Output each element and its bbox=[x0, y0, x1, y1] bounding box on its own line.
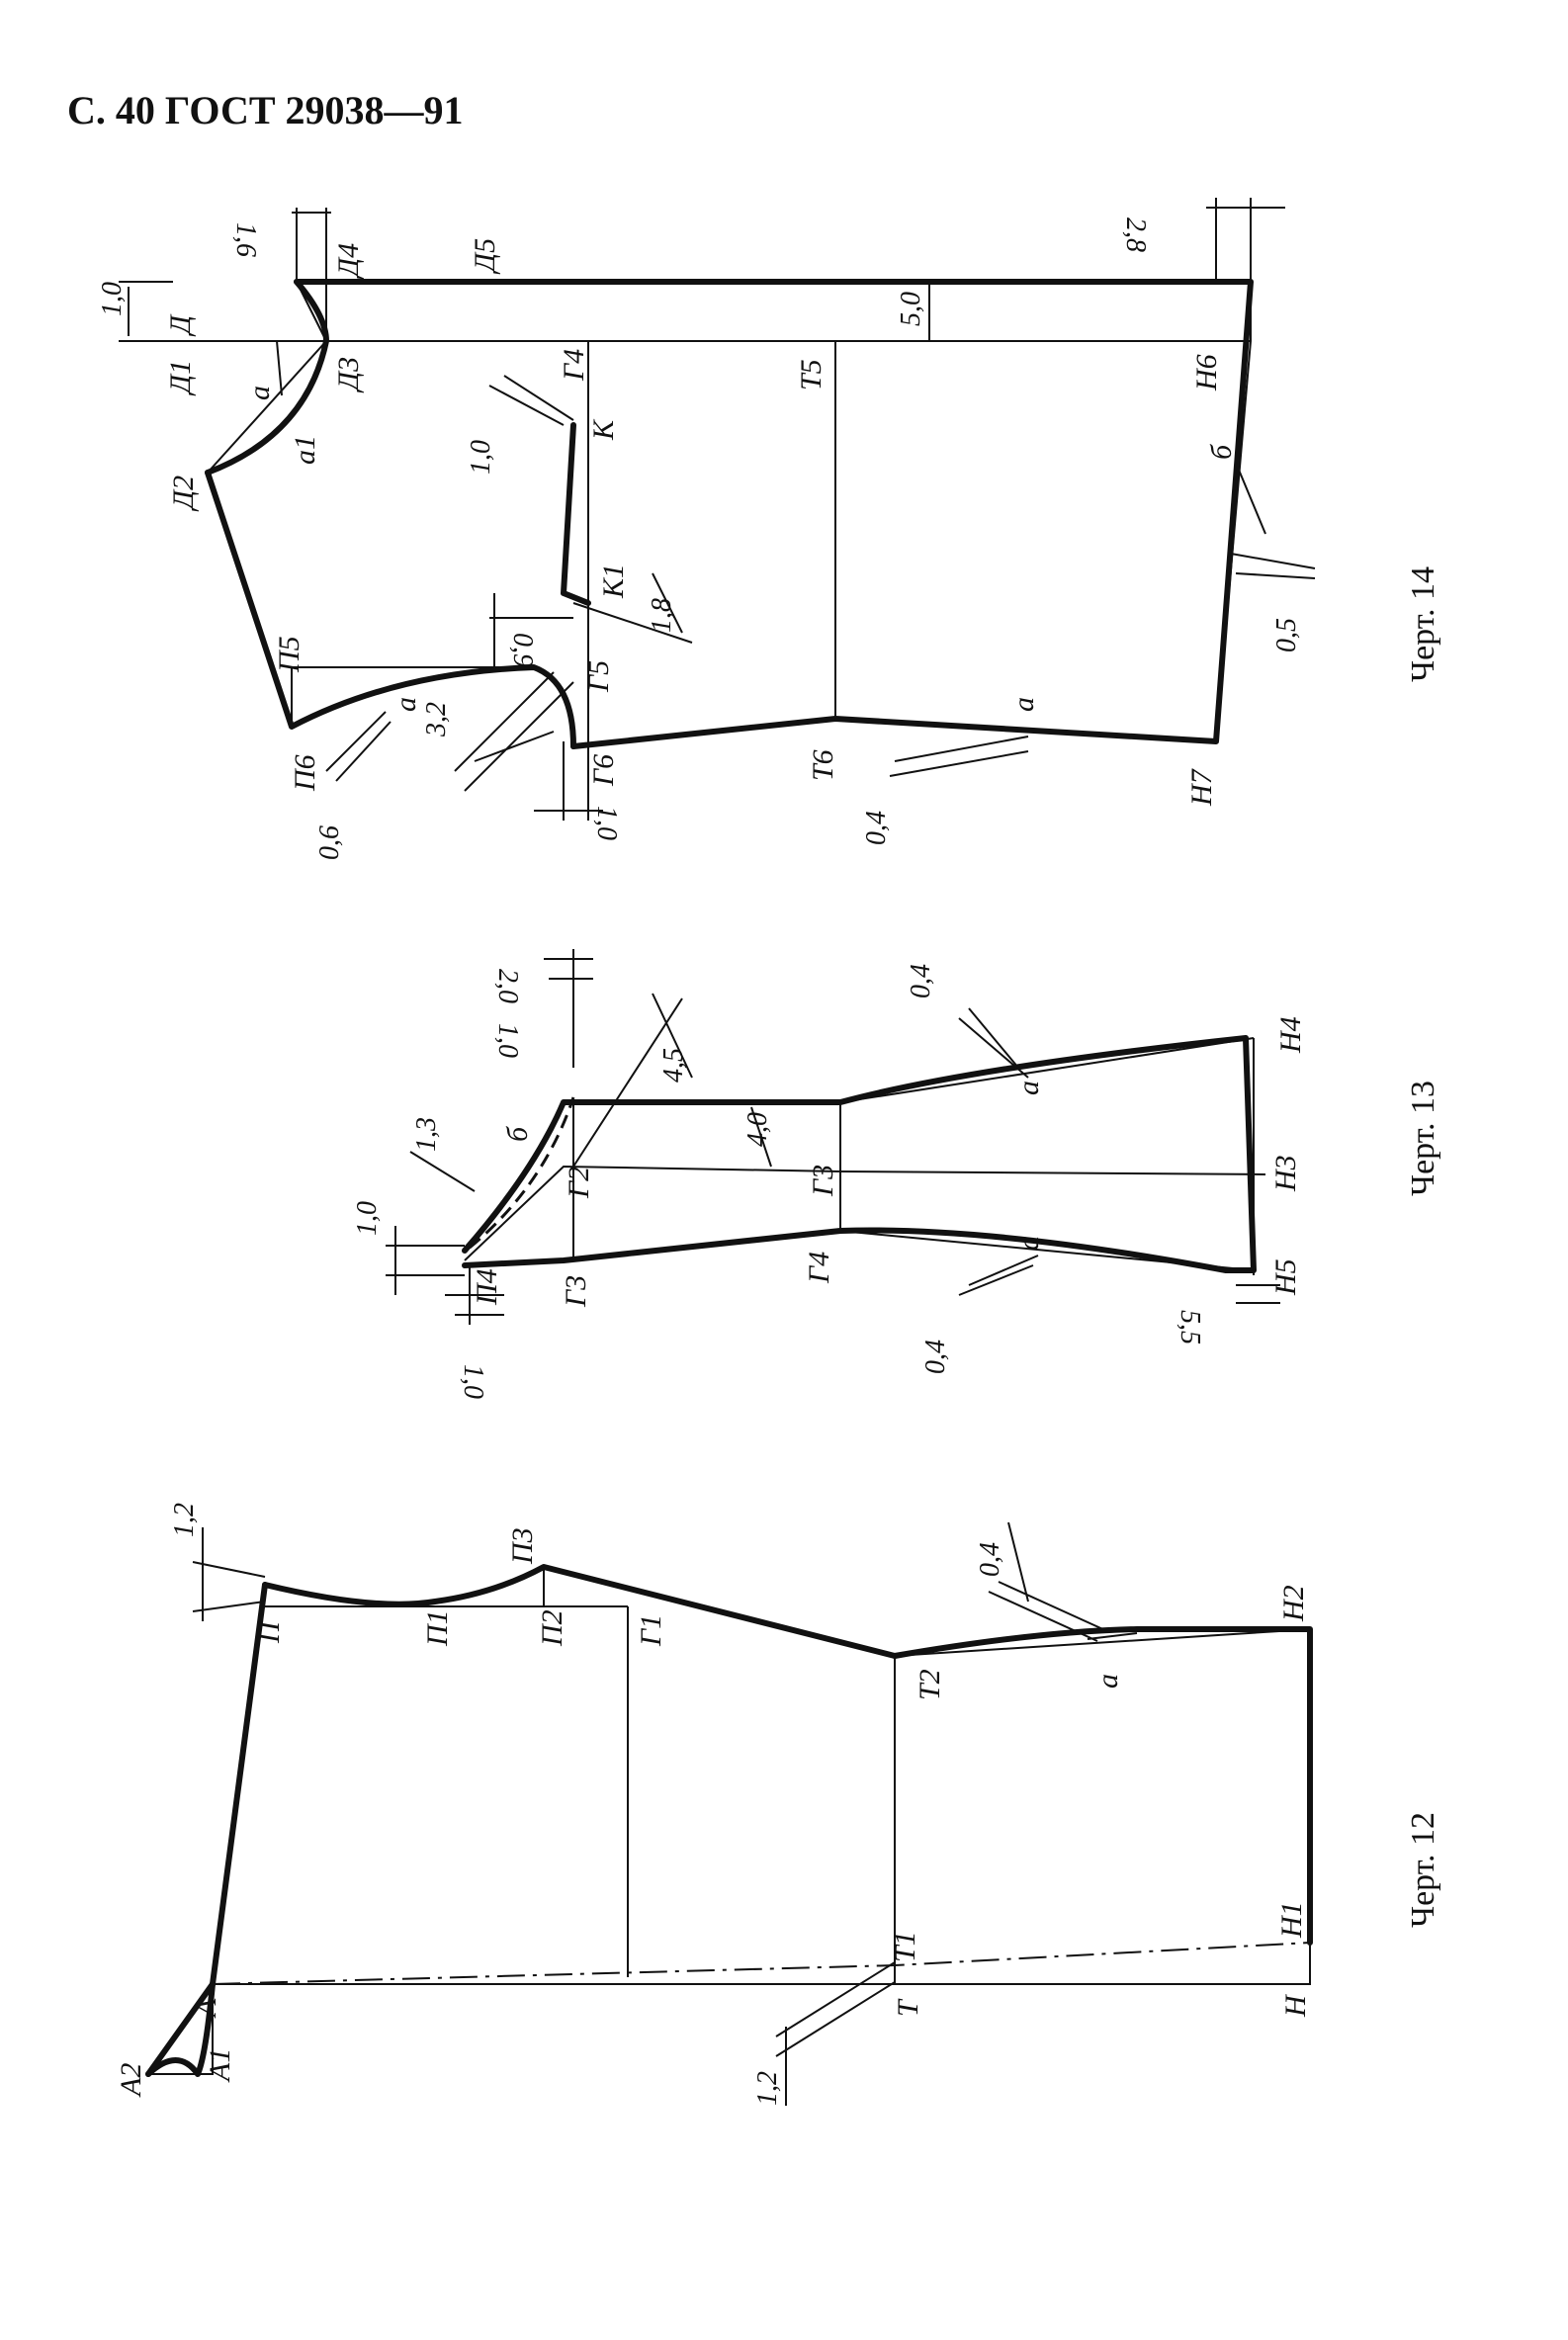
svg-text:Н1: Н1 bbox=[1275, 1901, 1308, 1939]
svg-text:а: а bbox=[1007, 697, 1040, 712]
svg-text:Г6: Г6 bbox=[587, 754, 620, 787]
svg-text:5,5: 5,5 bbox=[1175, 1310, 1205, 1344]
svg-text:П1: П1 bbox=[421, 1609, 454, 1647]
svg-text:Н3: Н3 bbox=[1269, 1155, 1302, 1192]
svg-text:Г4: Г4 bbox=[558, 349, 590, 382]
fig14-caption: Черт. 14 bbox=[1405, 566, 1441, 682]
svg-text:Д1: Д1 bbox=[164, 360, 197, 396]
svg-text:Н2: Н2 bbox=[1277, 1585, 1310, 1622]
svg-text:2,0: 2,0 bbox=[492, 969, 523, 1003]
svg-text:Г4: Г4 bbox=[803, 1252, 835, 1284]
svg-text:Г1: Г1 bbox=[635, 1614, 667, 1647]
svg-text:Т1: Т1 bbox=[889, 1931, 921, 1962]
svg-text:П5: П5 bbox=[273, 636, 305, 673]
svg-text:Д3: Д3 bbox=[332, 357, 365, 393]
svg-text:1,0: 1,0 bbox=[458, 1364, 488, 1399]
svg-text:Н7: Н7 bbox=[1185, 767, 1218, 807]
svg-text:1,8: 1,8 bbox=[647, 598, 677, 633]
svg-text:Г3: Г3 bbox=[560, 1275, 592, 1308]
fig14-drawing bbox=[119, 198, 1316, 821]
svg-text:0,6: 0,6 bbox=[314, 825, 345, 860]
svg-text:Г3: Г3 bbox=[807, 1165, 839, 1197]
svg-text:2,8: 2,8 bbox=[1120, 217, 1151, 252]
svg-text:0,4: 0,4 bbox=[861, 811, 892, 845]
svg-text:Н4: Н4 bbox=[1274, 1016, 1307, 1054]
fig12-drawing bbox=[145, 1521, 1313, 2106]
svg-text:б: б bbox=[501, 1126, 534, 1142]
svg-text:1,2: 1,2 bbox=[752, 2071, 783, 2106]
fig12-axis bbox=[212, 1942, 1311, 1985]
svg-text:Д5: Д5 bbox=[469, 238, 501, 275]
svg-text:П4: П4 bbox=[471, 1268, 503, 1306]
svg-text:П2: П2 bbox=[536, 1609, 568, 1647]
fig12-shoulder-line bbox=[210, 1582, 268, 1987]
fig13-drawing bbox=[386, 949, 1280, 1325]
svg-text:Г5: Г5 bbox=[582, 660, 615, 693]
svg-text:0,4: 0,4 bbox=[906, 964, 936, 998]
svg-text:П: П bbox=[253, 1619, 286, 1644]
svg-text:0,4: 0,4 bbox=[975, 1542, 1005, 1577]
fig12-caption: Черт. 12 bbox=[1405, 1812, 1441, 1928]
page-header: С. 40 ГОСТ 29038—91 bbox=[67, 88, 464, 132]
svg-text:а: а bbox=[1091, 1674, 1124, 1689]
svg-text:1,2: 1,2 bbox=[169, 1503, 200, 1537]
svg-text:4,5: 4,5 bbox=[658, 1048, 689, 1083]
svg-text:а: а bbox=[1012, 1081, 1045, 1095]
svg-text:5,0: 5,0 bbox=[896, 292, 926, 326]
svg-text:а: а bbox=[243, 386, 276, 400]
svg-text:А: А bbox=[190, 1998, 222, 2019]
svg-text:Н: Н bbox=[1279, 1993, 1312, 2018]
svg-text:1,6: 1,6 bbox=[230, 222, 261, 257]
svg-text:Т2: Т2 bbox=[914, 1669, 946, 1700]
svg-text:Т: Т bbox=[892, 1998, 924, 2017]
svg-text:а1: а1 bbox=[289, 435, 321, 465]
svg-text:1,0: 1,0 bbox=[352, 1201, 383, 1236]
svg-text:1,0: 1,0 bbox=[492, 1023, 523, 1058]
svg-text:0,4: 0,4 bbox=[920, 1340, 951, 1374]
svg-text:А2: А2 bbox=[115, 2063, 147, 2098]
fig13-dashed-curve bbox=[469, 1096, 575, 1250]
svg-text:П6: П6 bbox=[289, 754, 321, 792]
svg-text:Д: Д bbox=[164, 313, 197, 337]
svg-text:Н5: Н5 bbox=[1269, 1258, 1302, 1296]
svg-text:3,2: 3,2 bbox=[421, 702, 452, 737]
fig12-labels: А А1 А2 П П1 П2 П3 Г1 Т Т1 Т2 Н Н1 Н2 а … bbox=[115, 1503, 1441, 2106]
svg-text:1,0: 1,0 bbox=[466, 440, 496, 475]
svg-text:а: а bbox=[1012, 1236, 1045, 1251]
svg-text:Т5: Т5 bbox=[795, 359, 828, 390]
svg-text:1,0: 1,0 bbox=[97, 282, 128, 316]
svg-text:б: б bbox=[1205, 444, 1238, 460]
svg-text:0,5: 0,5 bbox=[1271, 618, 1302, 652]
svg-text:а: а bbox=[390, 697, 422, 712]
fig13-labels: П4 Г3 Г2 б Г3 Г4 а а Н3 Н4 Н5 1,0 1,0 1,… bbox=[352, 964, 1441, 1399]
svg-text:Н6: Н6 bbox=[1190, 354, 1223, 391]
svg-text:0,9: 0,9 bbox=[507, 633, 538, 667]
svg-text:П3: П3 bbox=[506, 1527, 539, 1565]
svg-text:Т6: Т6 bbox=[807, 749, 839, 781]
svg-text:1,3: 1,3 bbox=[411, 1117, 442, 1152]
svg-text:4,0: 4,0 bbox=[742, 1112, 773, 1147]
svg-text:Г2: Г2 bbox=[563, 1167, 595, 1199]
svg-text:К1: К1 bbox=[597, 563, 630, 599]
svg-text:А1: А1 bbox=[204, 2048, 236, 2083]
svg-text:Д2: Д2 bbox=[167, 476, 200, 512]
fig13-caption: Черт. 13 bbox=[1405, 1081, 1441, 1196]
fig14-labels: Д Д1 Д2 Д3 Д4 Д5 а а1 Г4 К К1 Г5 Г6 Т5 Т… bbox=[97, 217, 1441, 860]
svg-text:Д4: Д4 bbox=[332, 243, 365, 280]
svg-text:К: К bbox=[587, 418, 620, 441]
svg-text:1,0: 1,0 bbox=[591, 806, 622, 840]
